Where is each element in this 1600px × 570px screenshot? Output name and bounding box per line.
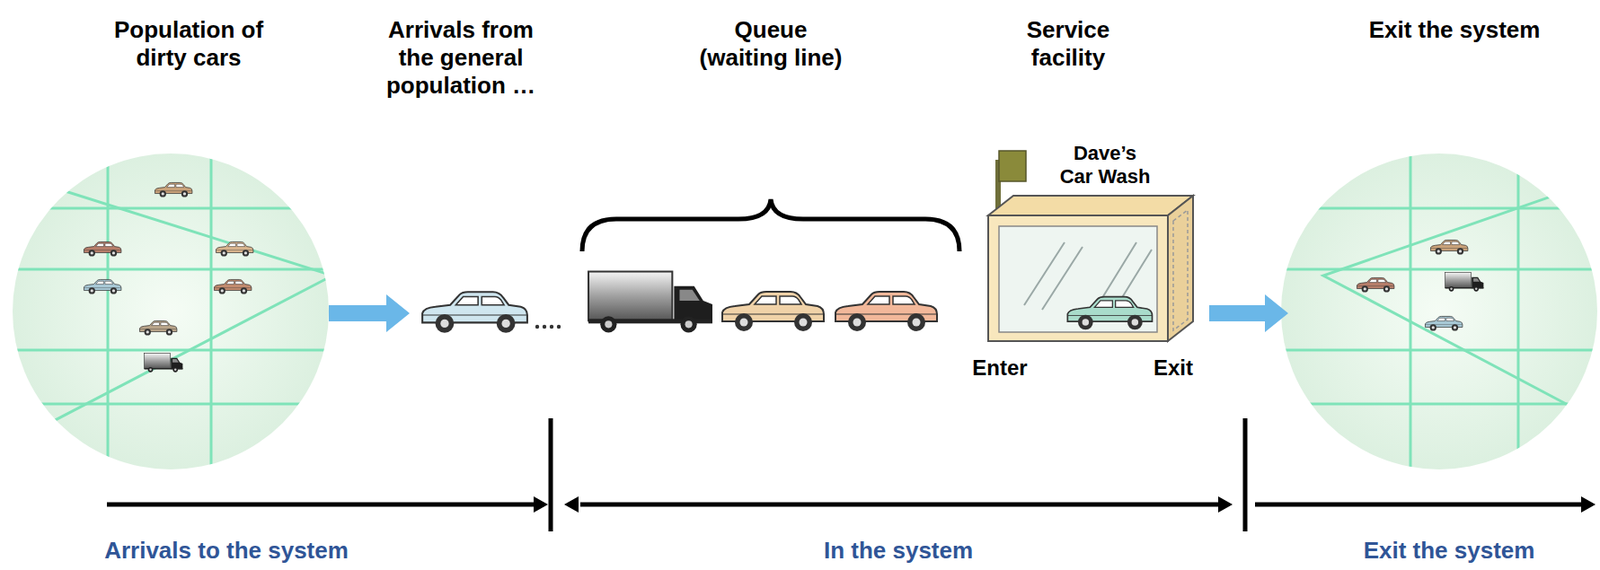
arrow-heads — [533, 496, 1596, 513]
region-label: Exit the system — [1363, 537, 1536, 565]
population-circle — [0, 143, 342, 486]
facility-name: Dave’s Car Wash — [1057, 141, 1153, 189]
region-label: In the system — [823, 537, 973, 565]
region-label: Arrivals to the system — [104, 537, 349, 565]
queue-car — [835, 291, 938, 332]
queue-car — [722, 291, 824, 332]
boundary-lines — [106, 418, 1583, 532]
column-heading: Exit the system — [1369, 16, 1541, 45]
service-facility: Dave’s Car Wash — [1053, 141, 1157, 189]
door-label: Enter — [972, 355, 1027, 381]
arriving-car — [422, 291, 528, 333]
column-heading: Arrivals from the general population … — [385, 16, 537, 100]
ellipsis-dots — [535, 325, 561, 329]
column-heading: Queue (waiting line) — [689, 16, 852, 72]
flow-arrow — [328, 294, 410, 333]
queue-truck — [588, 272, 713, 334]
column-heading: Service facility — [1000, 16, 1136, 72]
column-heading: Population of dirty cars — [98, 16, 279, 72]
queue-bracket — [582, 199, 960, 252]
exit-circle — [1275, 143, 1600, 486]
flow-arrow — [1209, 294, 1289, 333]
door-label: Exit — [1153, 355, 1194, 381]
